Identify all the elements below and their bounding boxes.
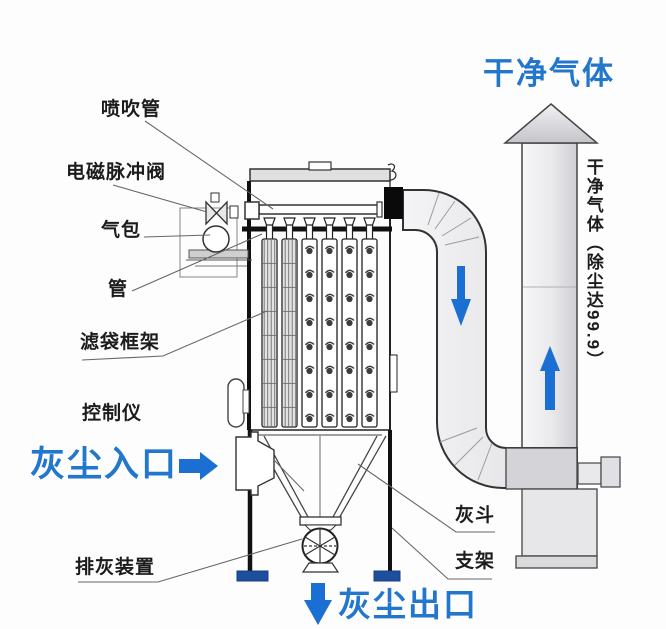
foot-pad <box>236 570 269 582</box>
label-clean-gas-efficiency: 干净气体（除尘达99.9） <box>583 158 603 371</box>
label-support: 支架 <box>455 551 496 572</box>
label-dust-inlet: 灰尘入口 <box>30 445 179 484</box>
filter-bag <box>361 217 378 428</box>
down-arrow-icon <box>304 583 332 625</box>
fan-connector <box>577 462 602 485</box>
inlet-duct <box>235 431 305 496</box>
fan-motor-box <box>600 456 621 488</box>
baghouse-casing <box>242 161 403 436</box>
ash-discharge-valve <box>299 516 342 573</box>
foot-pad <box>373 570 401 582</box>
label-ash-hopper: 灰斗 <box>455 505 496 526</box>
label-blow-pipe: 喷吹管 <box>101 99 162 120</box>
controller-box <box>227 378 250 428</box>
stack-base-plate <box>515 555 598 569</box>
outlet-duct <box>402 189 621 569</box>
pulse-valve-symbol <box>205 200 228 226</box>
outlet-port <box>384 187 403 219</box>
elbow-segment-lines <box>427 192 493 481</box>
blow-pipe-shape <box>258 204 379 215</box>
top-cover-lug <box>308 161 332 171</box>
label-air-bag: 气包 <box>101 220 142 241</box>
flow-arrows <box>179 266 560 625</box>
top-cover <box>249 168 391 182</box>
label-ash-discharge: 排灰装置 <box>75 557 156 578</box>
label-pipe: 管 <box>108 279 129 300</box>
stack-base-body <box>521 488 598 557</box>
filter-bag <box>281 217 298 428</box>
down-arrow-icon <box>451 266 471 326</box>
filter-bag <box>341 217 358 428</box>
filter-bag <box>321 217 338 428</box>
stack-junction-box <box>505 447 578 490</box>
air-bag-tank <box>202 225 230 253</box>
leader-lines <box>78 120 495 583</box>
pulse-valve-assembly <box>179 192 252 278</box>
stack-rain-cap <box>502 103 600 144</box>
label-pulse-valve: 电磁脉冲阀 <box>66 162 167 183</box>
label-dust-outlet: 灰尘出口 <box>338 586 478 623</box>
label-clean-gas: 干净气体 <box>483 56 615 91</box>
right-arrow-icon <box>179 452 218 480</box>
up-arrow-icon <box>540 346 560 410</box>
filter-bags <box>261 217 378 428</box>
top-cover-hook <box>387 163 397 188</box>
filter-bag <box>261 217 278 428</box>
label-controller: 控制仪 <box>82 403 143 424</box>
filter-bag <box>301 217 318 428</box>
label-filter-bag-frame: 滤袋框架 <box>80 332 161 353</box>
